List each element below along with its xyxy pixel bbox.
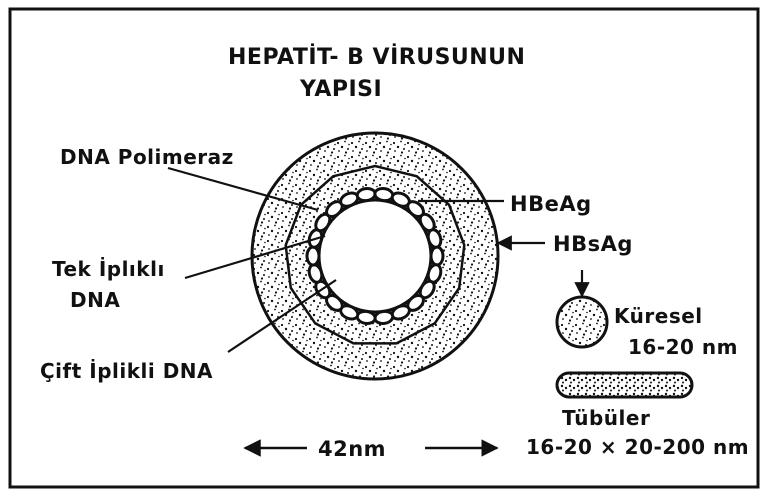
label-scale-42nm: 42nm xyxy=(318,437,386,461)
tubular-particle xyxy=(557,373,692,397)
label-hbsag: HBsAg xyxy=(553,232,633,256)
dna-bead xyxy=(356,187,376,201)
label-kuresel: Küresel xyxy=(614,304,703,328)
dna-bead xyxy=(374,310,394,324)
label-hbeag: HBeAg xyxy=(510,192,592,216)
label-cift-iplikli: Çift İplikli DNA xyxy=(40,359,213,383)
label-kuresel-size: 16-20 nm xyxy=(628,335,738,359)
label-tubuler-size: 16-20 × 20-200 nm xyxy=(526,435,749,459)
title-line-2: YAPISI xyxy=(299,77,382,102)
label-tek-iplikli-line1: Tek İplıklı xyxy=(52,257,165,281)
label-tek-iplikli-line2: DNA xyxy=(70,288,120,312)
spherical-particle xyxy=(557,297,607,347)
dna-bead xyxy=(356,310,376,324)
dna-bead xyxy=(374,187,394,201)
label-tubuler: Tübüler xyxy=(562,406,650,430)
label-dna-polimeraz: DNA Polimeraz xyxy=(60,145,234,169)
dna-bead xyxy=(431,247,443,265)
title-line-1: HEPATİT- B VİRUSUNUN xyxy=(228,44,525,70)
dna-bead xyxy=(307,247,319,265)
